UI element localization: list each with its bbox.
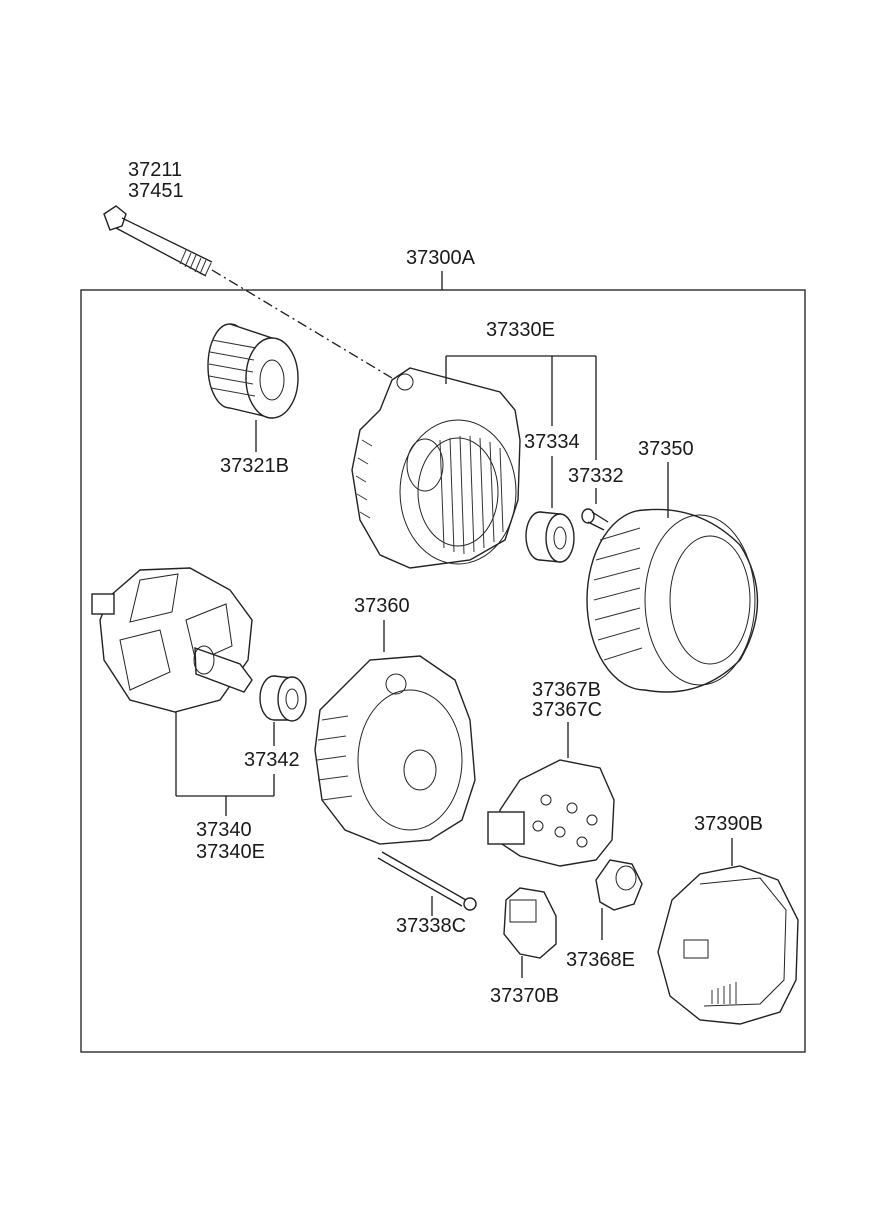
- label-rear-bearing: 37342: [244, 749, 300, 771]
- assembly-frame: [80, 289, 806, 1053]
- brush-holder-part[interactable]: [595, 859, 643, 911]
- label-front-bearing: 37334: [524, 431, 580, 453]
- rear-bracket-part[interactable]: [314, 655, 476, 845]
- regulator-part[interactable]: [503, 887, 557, 959]
- label-brush-holder: 37368E: [566, 949, 635, 971]
- rectifier-part[interactable]: [487, 759, 615, 867]
- label-assembly: 37300A: [406, 247, 476, 269]
- label-rotor-b: 37340E: [196, 841, 265, 863]
- rotor-leader: [175, 712, 275, 816]
- front-bracket-part[interactable]: [351, 367, 521, 569]
- cover-part[interactable]: [657, 865, 799, 1025]
- label-rear-bracket: 37360: [354, 595, 410, 617]
- label-stator: 37350: [638, 438, 694, 460]
- stator-part[interactable]: [586, 508, 759, 693]
- rotor-part[interactable]: [91, 567, 253, 713]
- long-bolt-part[interactable]: [103, 205, 213, 277]
- label-cover: 37390B: [694, 813, 763, 835]
- label-through-bolt: 37338C: [396, 915, 466, 937]
- label-bolt-a: 37211: [128, 159, 182, 181]
- front-bracket-leader: [445, 355, 597, 508]
- rear-bearing-part[interactable]: [259, 675, 307, 722]
- pulley-part[interactable]: [207, 323, 299, 419]
- label-rectifier-a: 37367B: [532, 679, 601, 701]
- label-rotor-a: 37340: [196, 819, 252, 841]
- label-regulator: 37370B: [490, 985, 559, 1007]
- label-pulley: 37321B: [220, 455, 289, 477]
- bolt-dash-line: [211, 269, 393, 379]
- label-rectifier-b: 37367C: [532, 699, 602, 721]
- screw-part[interactable]: [581, 508, 609, 531]
- through-bolt-part[interactable]: [377, 851, 477, 911]
- label-bolt-b: 37451: [128, 180, 184, 202]
- label-screw: 37332: [568, 465, 624, 487]
- label-front-bracket: 37330E: [486, 319, 555, 341]
- front-bearing-part[interactable]: [525, 511, 575, 563]
